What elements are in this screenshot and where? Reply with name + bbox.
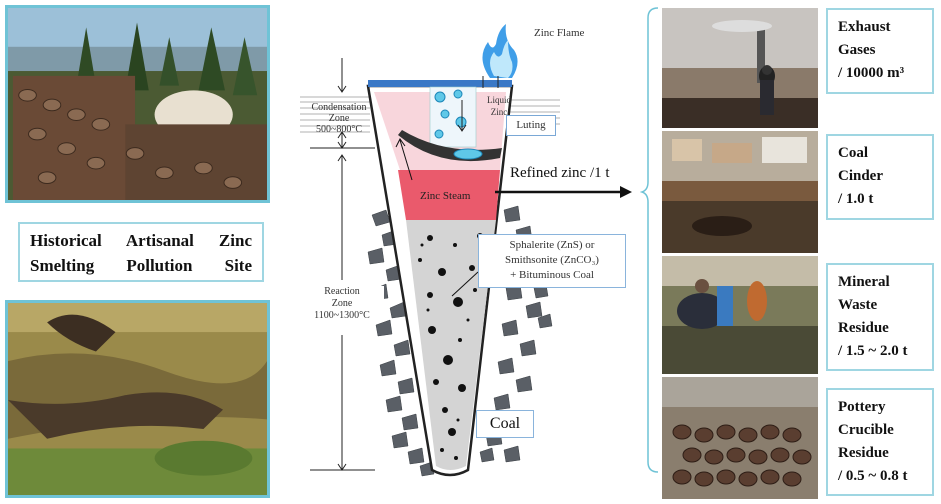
site-title-line1: Historical Artisanal Zinc (30, 231, 252, 250)
site-title: Historical Artisanal Zinc Smelting Pollu… (18, 222, 264, 282)
charge-line2: Smithsonite (ZnCO₃) (505, 254, 599, 266)
mineral-line1: Mineral (838, 274, 890, 290)
coal-label: Coal (489, 415, 521, 432)
condensation-line2: Zone (328, 113, 350, 124)
mineral-line4: / 1.5 ~ 2.0 t (838, 343, 908, 359)
exhaust-line2: Gases (838, 42, 876, 58)
reaction-line2: Zone (331, 298, 353, 309)
output-bracket (640, 7, 659, 473)
cinder-line2: Cinder (838, 168, 883, 184)
reaction-line3: 1100~1300°C (314, 310, 370, 321)
cinder-line3: / 1.0 t (838, 191, 874, 207)
mineral-waste-photo (662, 256, 818, 374)
charge-line3: + Bituminous Coal (510, 269, 594, 281)
pottery-crucible-photo (662, 377, 818, 499)
liquid-zinc-label: Liquid Zinc (487, 94, 511, 118)
luting-label-box: Luting (506, 115, 556, 136)
charge-label-box: Sphalerite (ZnS) or Smithsonite (ZnCO₃) … (478, 234, 626, 288)
condensation-line3: 500~800°C (315, 124, 363, 135)
zinc-steam-label: Zinc Steam (420, 190, 471, 202)
mineral-line2: Waste (838, 297, 878, 313)
coal-label-box: Coal (476, 410, 534, 438)
pottery-line2: Crucible (838, 422, 894, 438)
exhaust-photo (662, 8, 818, 128)
site-title-line2: Smelting Pollution Site (30, 256, 252, 275)
zinc-flame-icon (482, 24, 518, 78)
pottery-line3: Residue (838, 445, 889, 461)
exhaust-line3: / 10000 m³ (838, 65, 905, 81)
mineral-line3: Residue (838, 320, 889, 336)
output-exhaust-gases: Exhaust Gases / 10000 m³ (826, 8, 934, 94)
pottery-line4: / 0.5 ~ 0.8 t (838, 468, 908, 484)
condensation-line1: Condensation (311, 102, 367, 113)
exhaust-line1: Exhaust (838, 19, 891, 35)
charge-line1: Sphalerite (ZnS) or (509, 239, 595, 251)
output-coal-cinder: Coal Cinder / 1.0 t (826, 134, 934, 220)
refined-zinc-label: Refined zinc /1 t (510, 165, 610, 181)
coal-cinder-photo (662, 131, 818, 253)
luting-label: Luting (516, 119, 546, 131)
output-mineral-waste: Mineral Waste Residue / 1.5 ~ 2.0 t (826, 263, 934, 371)
zinc-flame-label: Zinc Flame (534, 27, 585, 39)
charge-label: Sphalerite (ZnS) or Smithsonite (ZnCO₃) … (479, 235, 625, 283)
reaction-zone-label: Reaction Zone 1100~1300°C (300, 286, 384, 322)
eroded-ground-photo (5, 300, 270, 498)
output-pottery-crucible: Pottery Crucible Residue / 0.5 ~ 0.8 t (826, 388, 934, 496)
cinder-line1: Coal (838, 145, 868, 161)
liquid-zinc-line1: Liquid (487, 95, 511, 105)
liquid-zinc-line2: Zinc (490, 107, 508, 117)
reaction-line1: Reaction (324, 286, 360, 297)
crucible-pile-photo (5, 5, 270, 203)
condensation-zone-label: Condensation Zone 500~800°C (294, 102, 384, 135)
pottery-line1: Pottery (838, 399, 886, 415)
